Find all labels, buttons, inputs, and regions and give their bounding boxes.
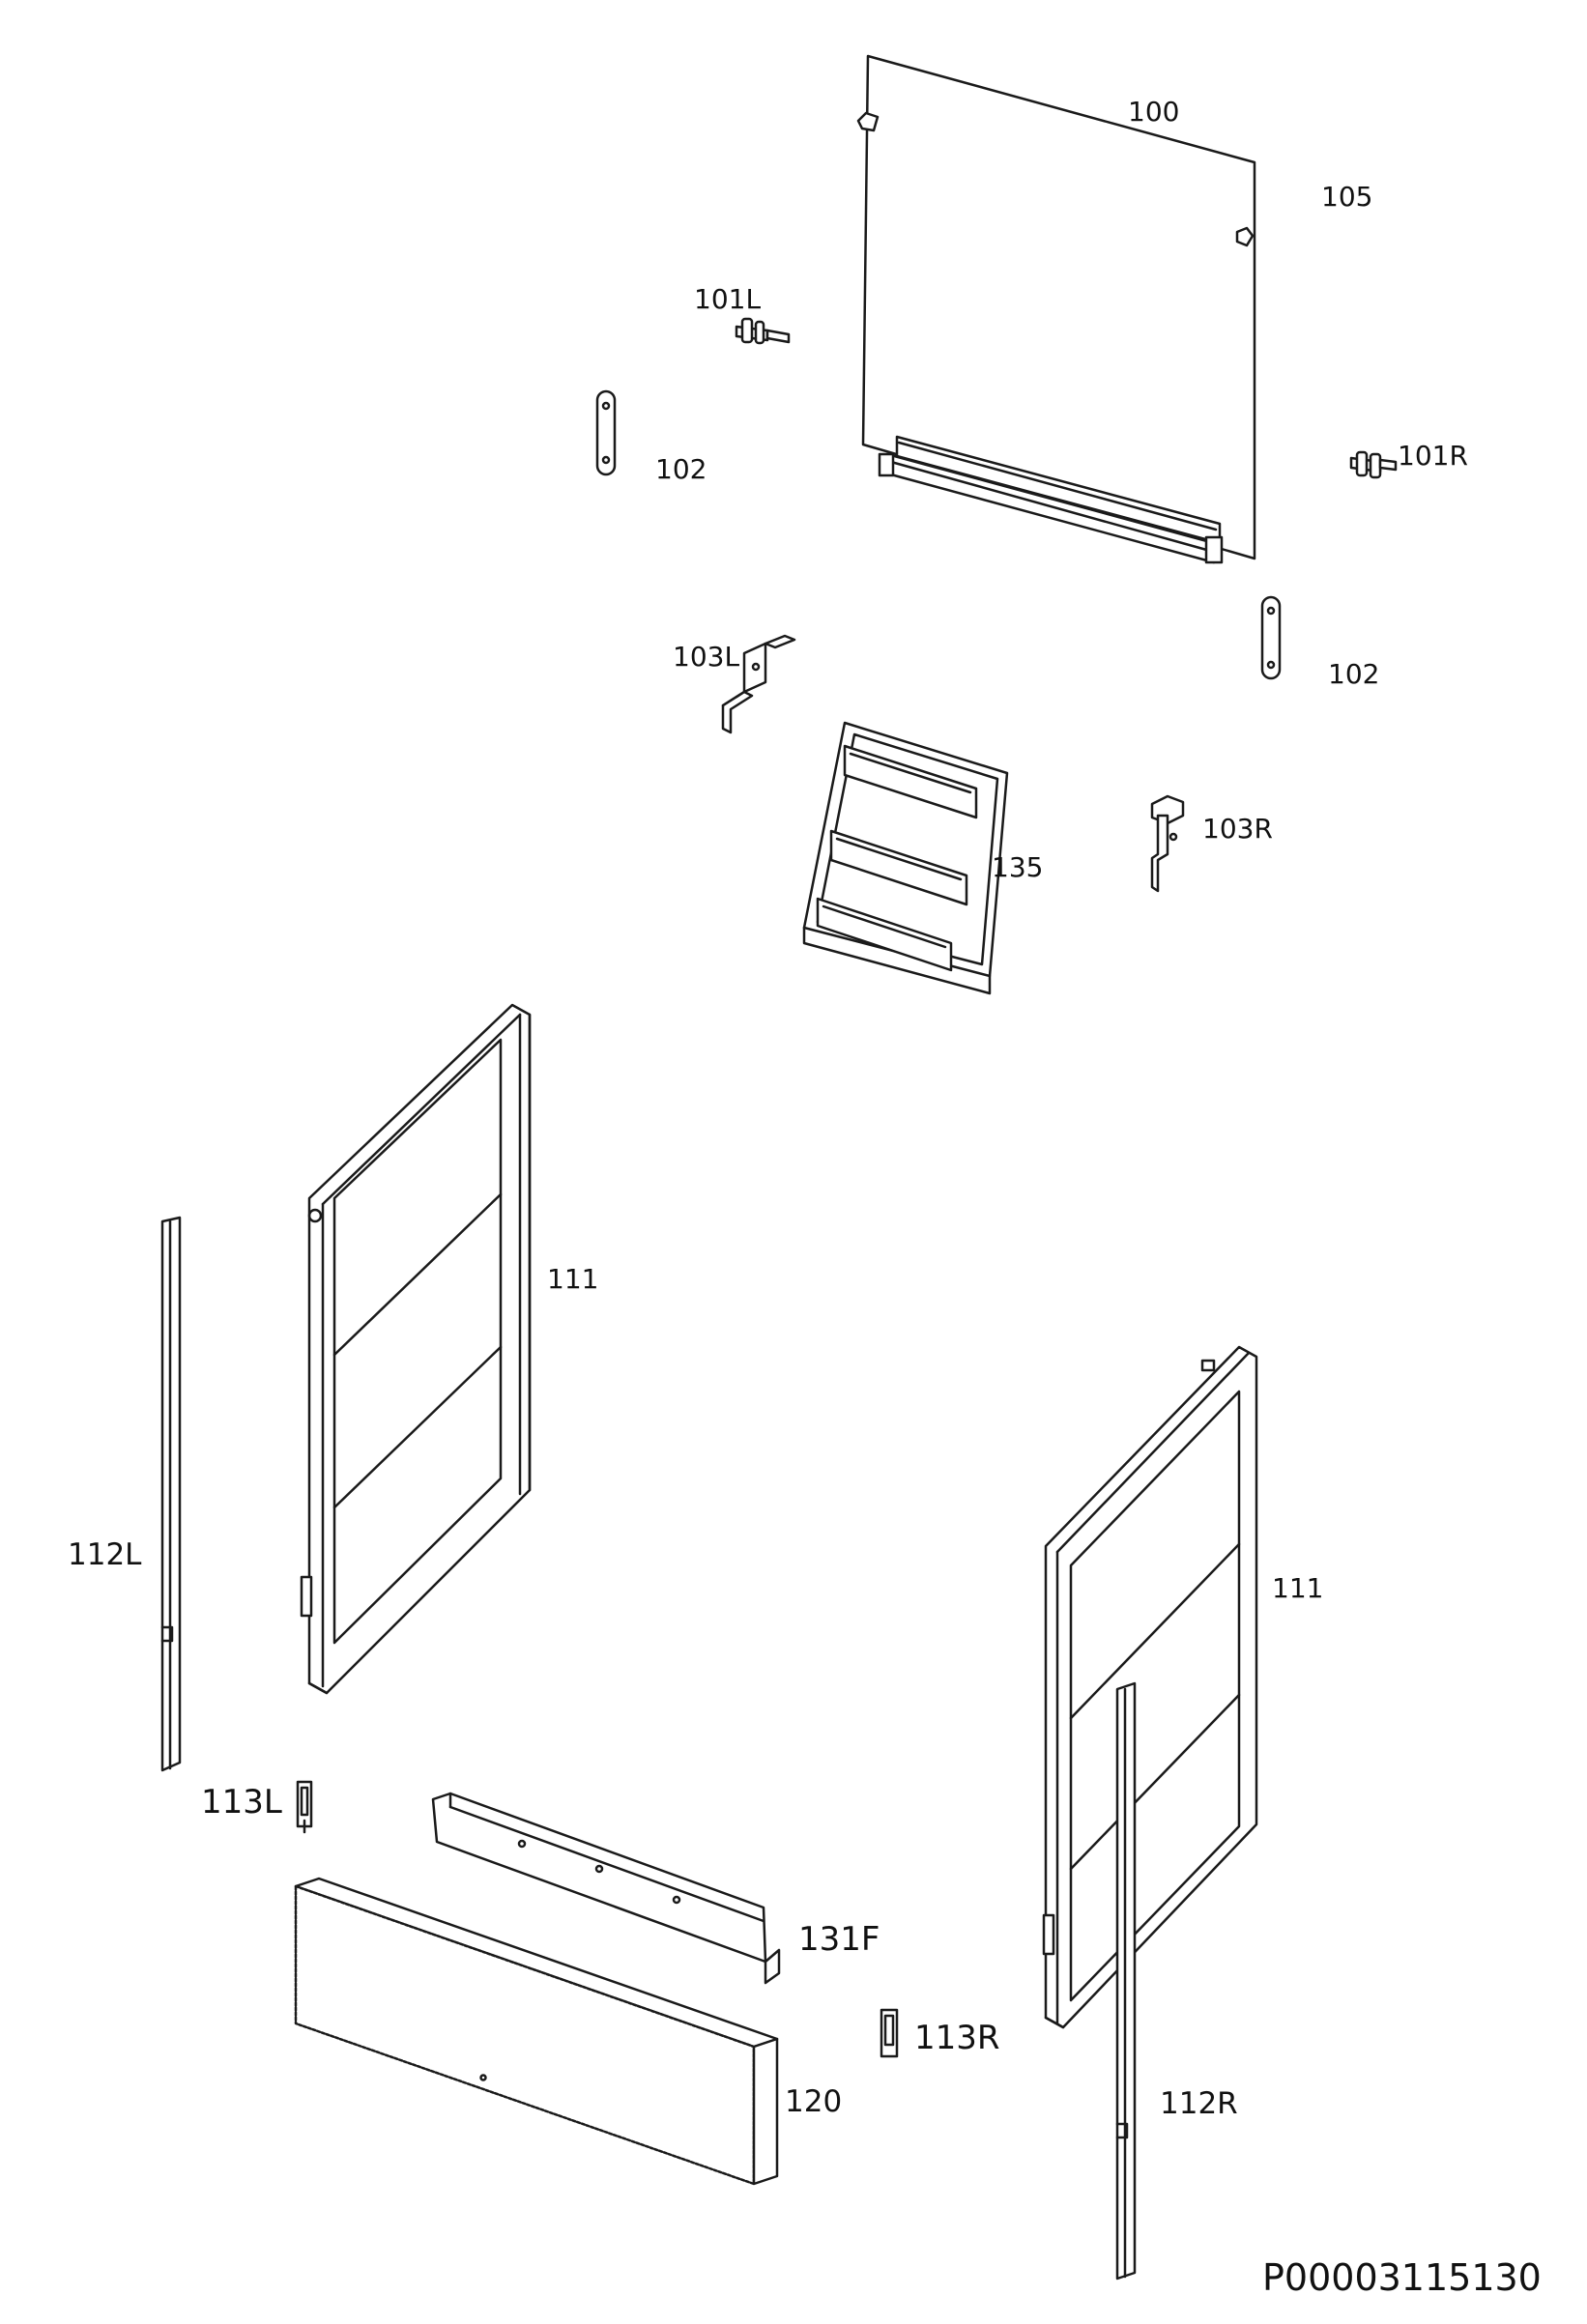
part-label-113R: 113R xyxy=(914,2019,1000,2057)
side-frame-part-111-left xyxy=(300,1003,532,1695)
part-label-100: 100 xyxy=(1128,96,1180,128)
channel-part-131F xyxy=(431,1792,781,1985)
part-label-102-right: 102 xyxy=(1328,658,1380,690)
trim-part-112L xyxy=(160,1216,182,1772)
document-id: P00003115130 xyxy=(1262,2256,1542,2299)
part-label-103L: 103L xyxy=(673,641,740,673)
strip-part-102-right xyxy=(1260,595,1282,680)
kick-panel-part-120 xyxy=(294,1877,779,2186)
part-label-131F: 131F xyxy=(798,1920,880,1959)
bracket-part-103R xyxy=(1150,794,1185,893)
part-label-112R: 112R xyxy=(1160,2086,1238,2121)
strip-part-102-left xyxy=(595,389,617,476)
part-label-102-left: 102 xyxy=(655,453,707,485)
part-label-113L: 113L xyxy=(201,1783,282,1822)
part-label-112L: 112L xyxy=(68,1537,142,1572)
screw-part-101R xyxy=(1349,450,1398,479)
part-label-101R: 101R xyxy=(1398,440,1468,472)
bracket-part-103L xyxy=(721,634,796,734)
side-frame-part-111-right xyxy=(1042,1345,1258,2029)
screw-part-101L xyxy=(735,317,791,345)
part-label-101L: 101L xyxy=(694,283,762,315)
hinge-part-113L xyxy=(296,1780,313,1834)
glass-panel-part-100 xyxy=(856,54,1256,564)
part-label-111-right: 111 xyxy=(1272,1572,1324,1604)
part-label-105: 105 xyxy=(1321,181,1373,213)
part-label-103R: 103R xyxy=(1202,813,1273,845)
trim-part-112R xyxy=(1115,1681,1137,2281)
vent-grille-part-135 xyxy=(802,721,1009,995)
part-label-120: 120 xyxy=(785,2084,843,2119)
hinge-part-113R xyxy=(880,2008,899,2058)
part-label-135: 135 xyxy=(992,851,1044,883)
part-label-111-left: 111 xyxy=(547,1263,599,1295)
